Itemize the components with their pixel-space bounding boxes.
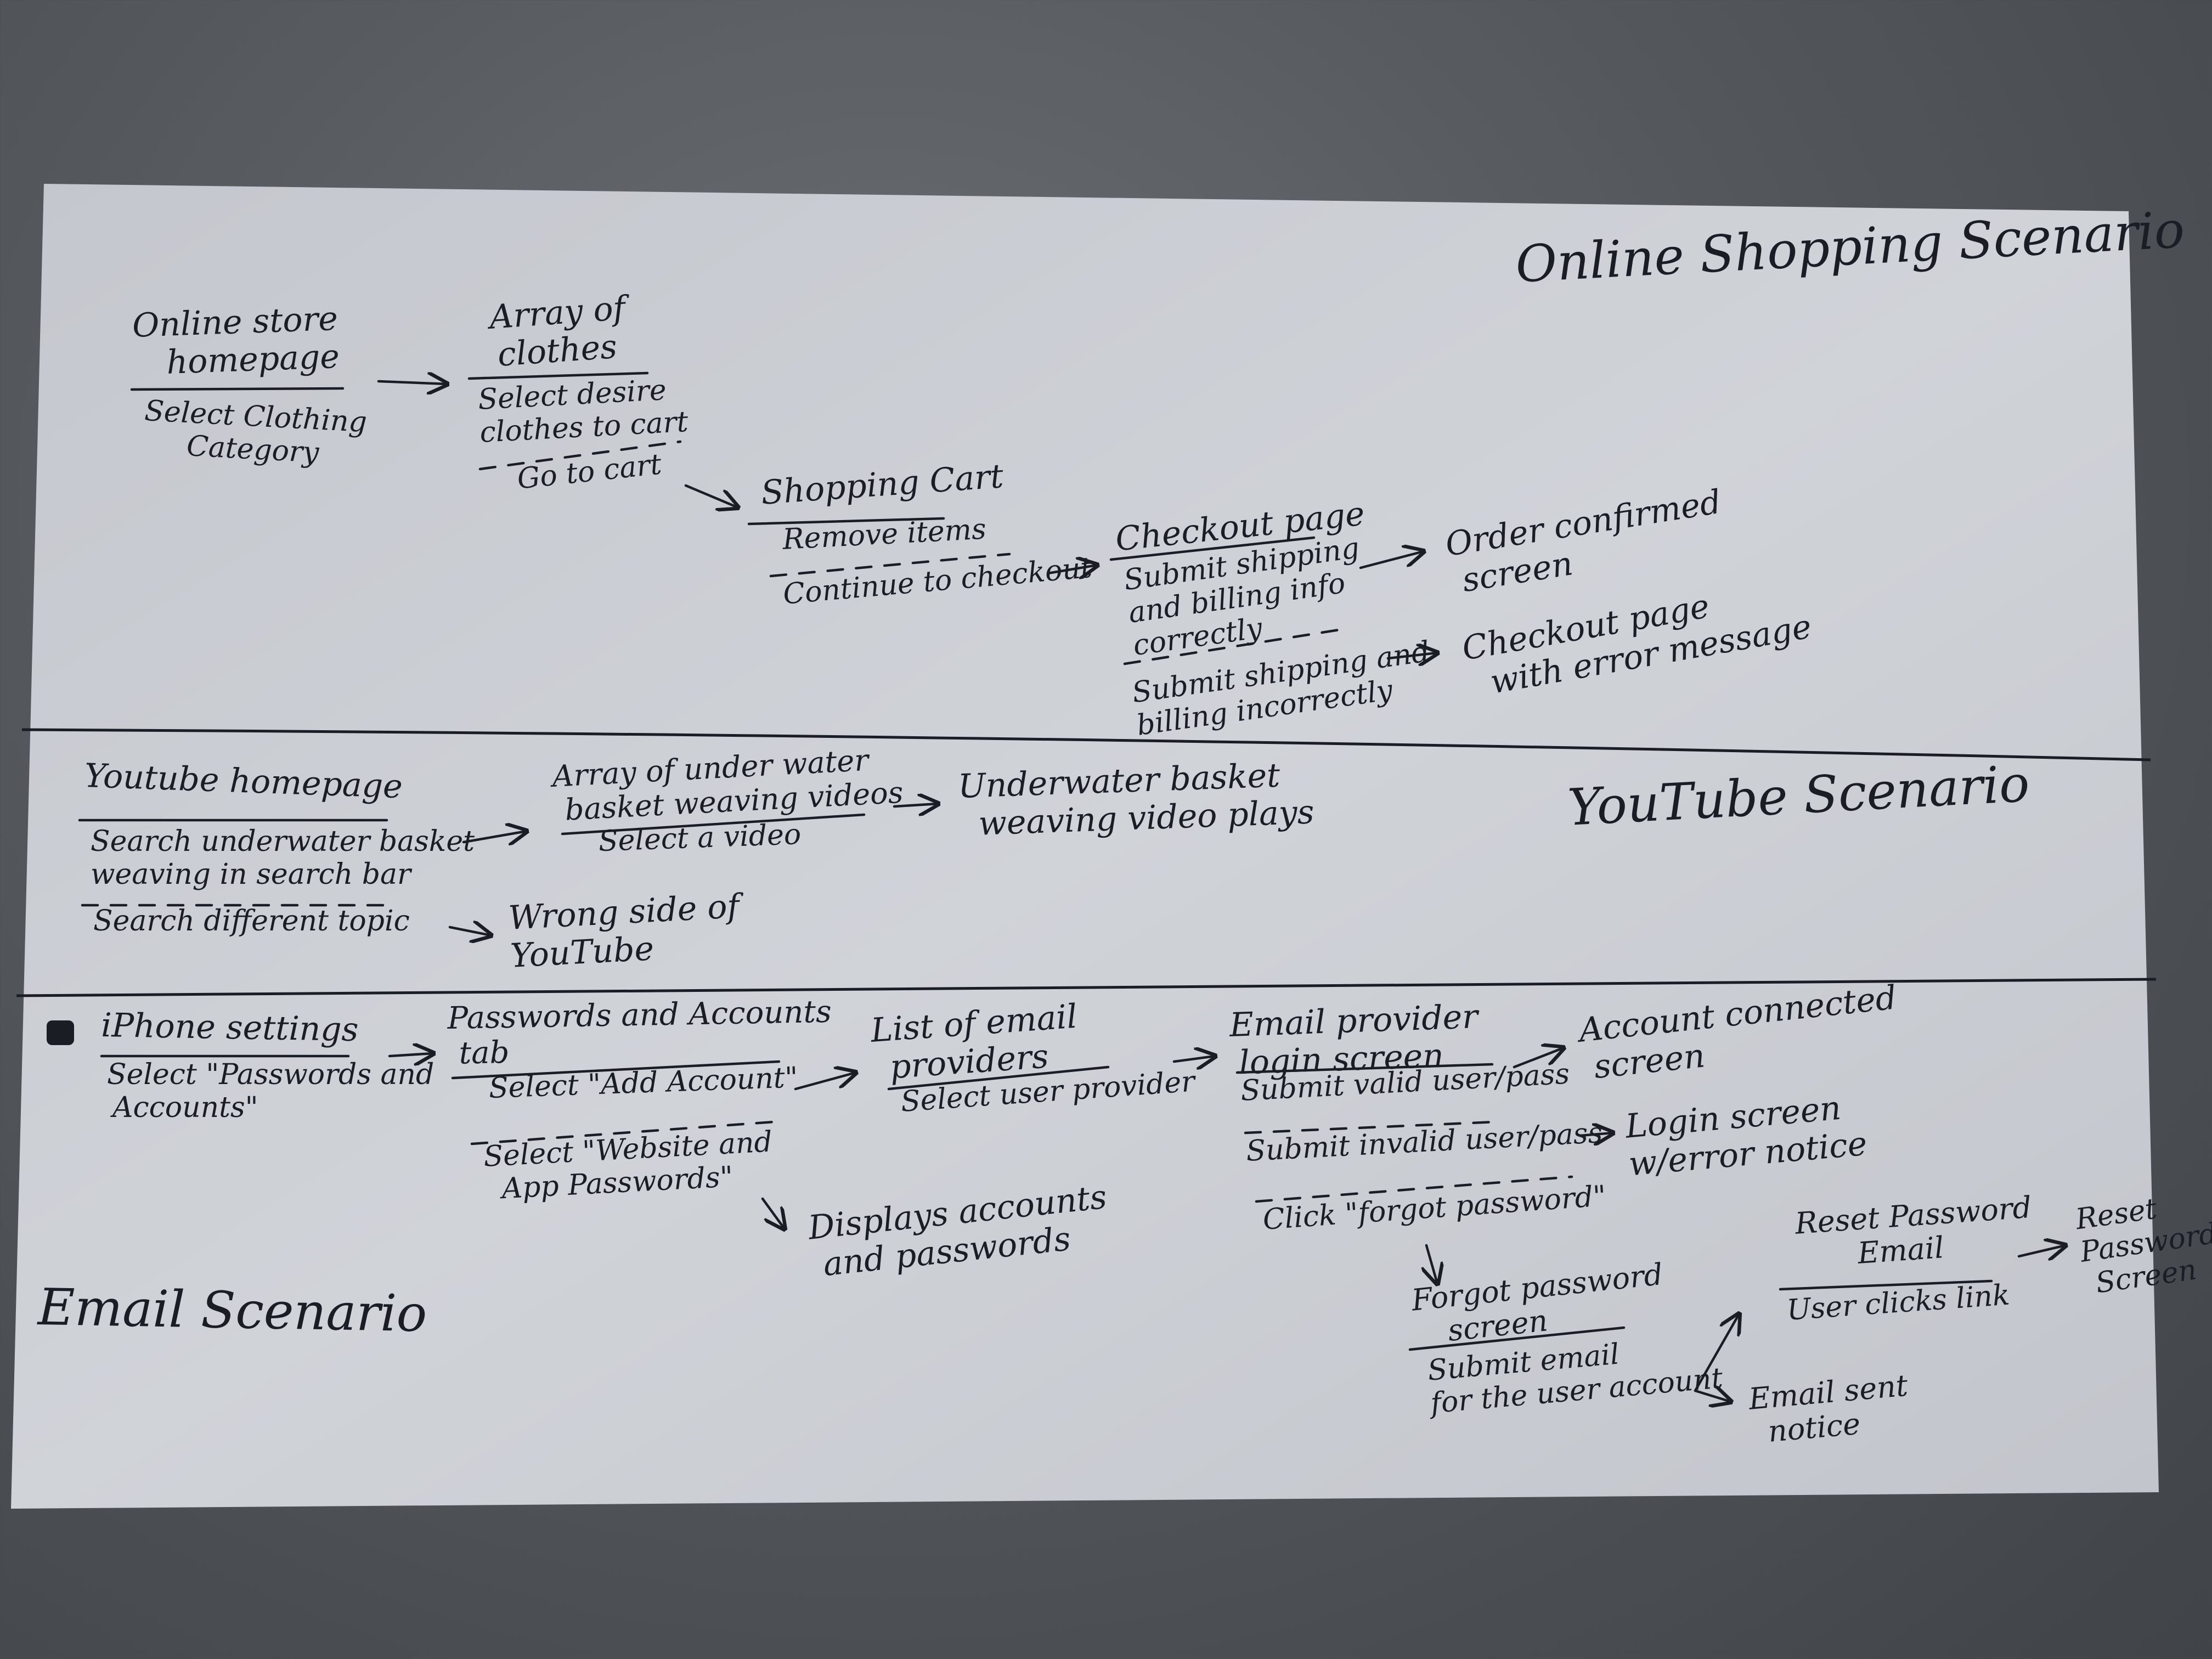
- yt-node-homepage-action: Search underwater basket weaving in sear…: [91, 825, 475, 891]
- shop-arrow-3: [1046, 565, 1097, 573]
- shop-arrow-2: [684, 484, 738, 507]
- yt-arrow-3: [448, 927, 491, 935]
- shop-checkout-dashes: [1123, 627, 1351, 665]
- shop-arrow-4: [1359, 551, 1424, 569]
- email-settings-title: iPhone settings: [100, 1006, 359, 1049]
- email-arrow-5: [1578, 1133, 1613, 1136]
- shop-arrow-1: [377, 381, 447, 384]
- email-login-underline: [1235, 1063, 1494, 1074]
- email-arrow-8: [1694, 1314, 1739, 1392]
- yt-homepage-action-2: weaving in search bar: [91, 857, 411, 891]
- shop-homepage-title-2: homepage: [166, 337, 340, 382]
- email-settings-action-2: Accounts": [112, 1091, 258, 1124]
- email-arrow-9: [1694, 1391, 1731, 1402]
- email-passwords-underline: [451, 1060, 781, 1080]
- yt-arrow-2: [893, 804, 938, 806]
- shop-array-dashes: [478, 440, 682, 471]
- yt-node-wrong: Wrong side of YouTube: [507, 887, 742, 975]
- paper-sheet: [11, 184, 2159, 1509]
- email-node-reset-screen: Reset Password Screen: [2074, 1185, 2212, 1302]
- shop-node-array-title: Array of clothes: [488, 289, 629, 375]
- email-scenario-label: Email Scenario: [37, 1278, 428, 1344]
- email-reset-underline: [1779, 1279, 1993, 1291]
- email-arrow-1: [388, 1053, 433, 1056]
- shop-cart-dashes: [769, 552, 1011, 578]
- email-login-dashes-2: [1255, 1175, 1573, 1203]
- email-arrow-2: [794, 1073, 856, 1091]
- yt-node-plays: Underwater basket weaving video plays: [957, 755, 1315, 843]
- email-bullet: [47, 1020, 74, 1045]
- email-passwords-dashes: [470, 1120, 775, 1146]
- email-node-settings-action: Select "Passwords and Accounts": [107, 1058, 435, 1125]
- email-node-providers-title: List of email providers: [870, 997, 1081, 1088]
- email-arrow-3: [1172, 1056, 1215, 1062]
- yt-homepage-action-3: Search different topic: [93, 905, 410, 938]
- shop-node-array-action: Select desire clothes to cart: [477, 373, 689, 449]
- email-arrow-6: [761, 1197, 785, 1229]
- shop-homepage-underline: [130, 387, 345, 391]
- email-providers-underline: [887, 1065, 1110, 1091]
- yt-arrow-1: [462, 831, 527, 842]
- shop-arrow-5: [1386, 653, 1437, 658]
- email-arrow-10: [2017, 1245, 2066, 1256]
- email-node-sent: Email sent notice: [1747, 1368, 1912, 1451]
- shop-node-homepage-title: Online store homepage: [132, 300, 340, 383]
- email-arrow-7: [1426, 1244, 1437, 1284]
- shop-array-underline: [467, 371, 649, 380]
- divider-shopping-youtube: [21, 728, 2151, 761]
- shop-cart-underline: [747, 517, 945, 526]
- email-settings-action-1: Select "Passwords and: [107, 1058, 435, 1091]
- divider-youtube-email: [16, 978, 2157, 997]
- yt-homepage-action-1: Search underwater basket: [91, 825, 475, 858]
- email-login-dashes-1: [1244, 1120, 1497, 1135]
- shop-node-homepage-action: Select Clothing Category: [142, 394, 368, 472]
- shop-checkout-underline: [1109, 536, 1316, 561]
- email-arrow-4: [1513, 1048, 1564, 1069]
- yt-array-underline: [561, 813, 866, 836]
- email-forgot-underline: [1408, 1326, 1626, 1351]
- email-passwords-title-1: Passwords and Accounts: [447, 994, 832, 1036]
- email-node-passwords-title: Passwords and Accounts tab: [447, 994, 832, 1072]
